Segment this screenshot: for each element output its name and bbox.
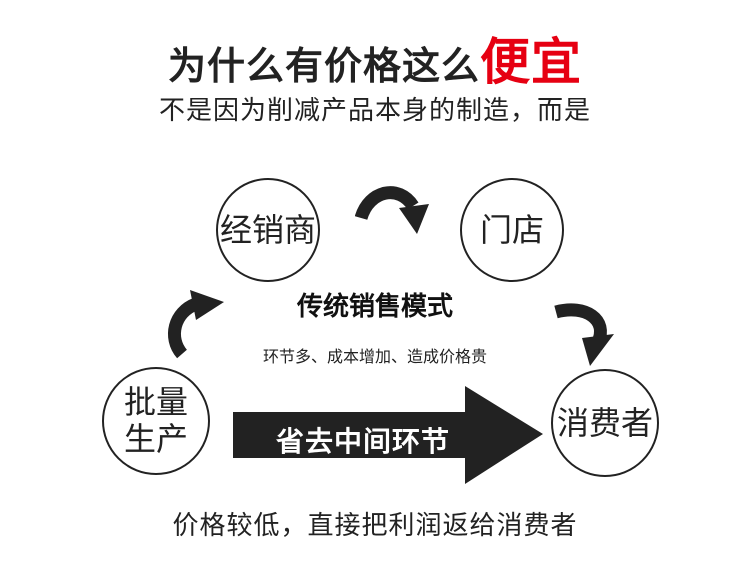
mode-title: 传统销售模式 bbox=[296, 292, 453, 322]
mode-description: 环节多、成本增加、造成价格贵 bbox=[262, 347, 487, 366]
mass-production-label: 批量生产 bbox=[123, 383, 188, 458]
big-right-arrow-icon bbox=[233, 386, 543, 484]
title-prefix: 为什么有价格这么 bbox=[167, 44, 480, 88]
store-node: 门店 bbox=[460, 178, 564, 282]
store-label: 门店 bbox=[479, 210, 544, 249]
title-highlight: 便宜 bbox=[480, 33, 582, 91]
consumer-label: 消费者 bbox=[556, 403, 653, 442]
curved-arrow-icon-left bbox=[168, 290, 224, 359]
bottom-text: 价格较低，直接把利润返给消费者 bbox=[172, 511, 578, 541]
curved-arrow-icon-right bbox=[554, 303, 614, 366]
distributor-label: 经销商 bbox=[219, 210, 316, 249]
curved-arrow-icon-top bbox=[355, 186, 429, 234]
subtitle: 不是因为削减产品本身的制造，而是 bbox=[158, 96, 591, 126]
direct-arrow-label: 省去中间环节 bbox=[275, 425, 450, 458]
consumer-node: 消费者 bbox=[551, 369, 659, 477]
page-title: 为什么有价格这么便宜 bbox=[0, 22, 750, 94]
mass-production-node: 批量生产 bbox=[102, 367, 210, 475]
distributor-node: 经销商 bbox=[216, 178, 320, 282]
